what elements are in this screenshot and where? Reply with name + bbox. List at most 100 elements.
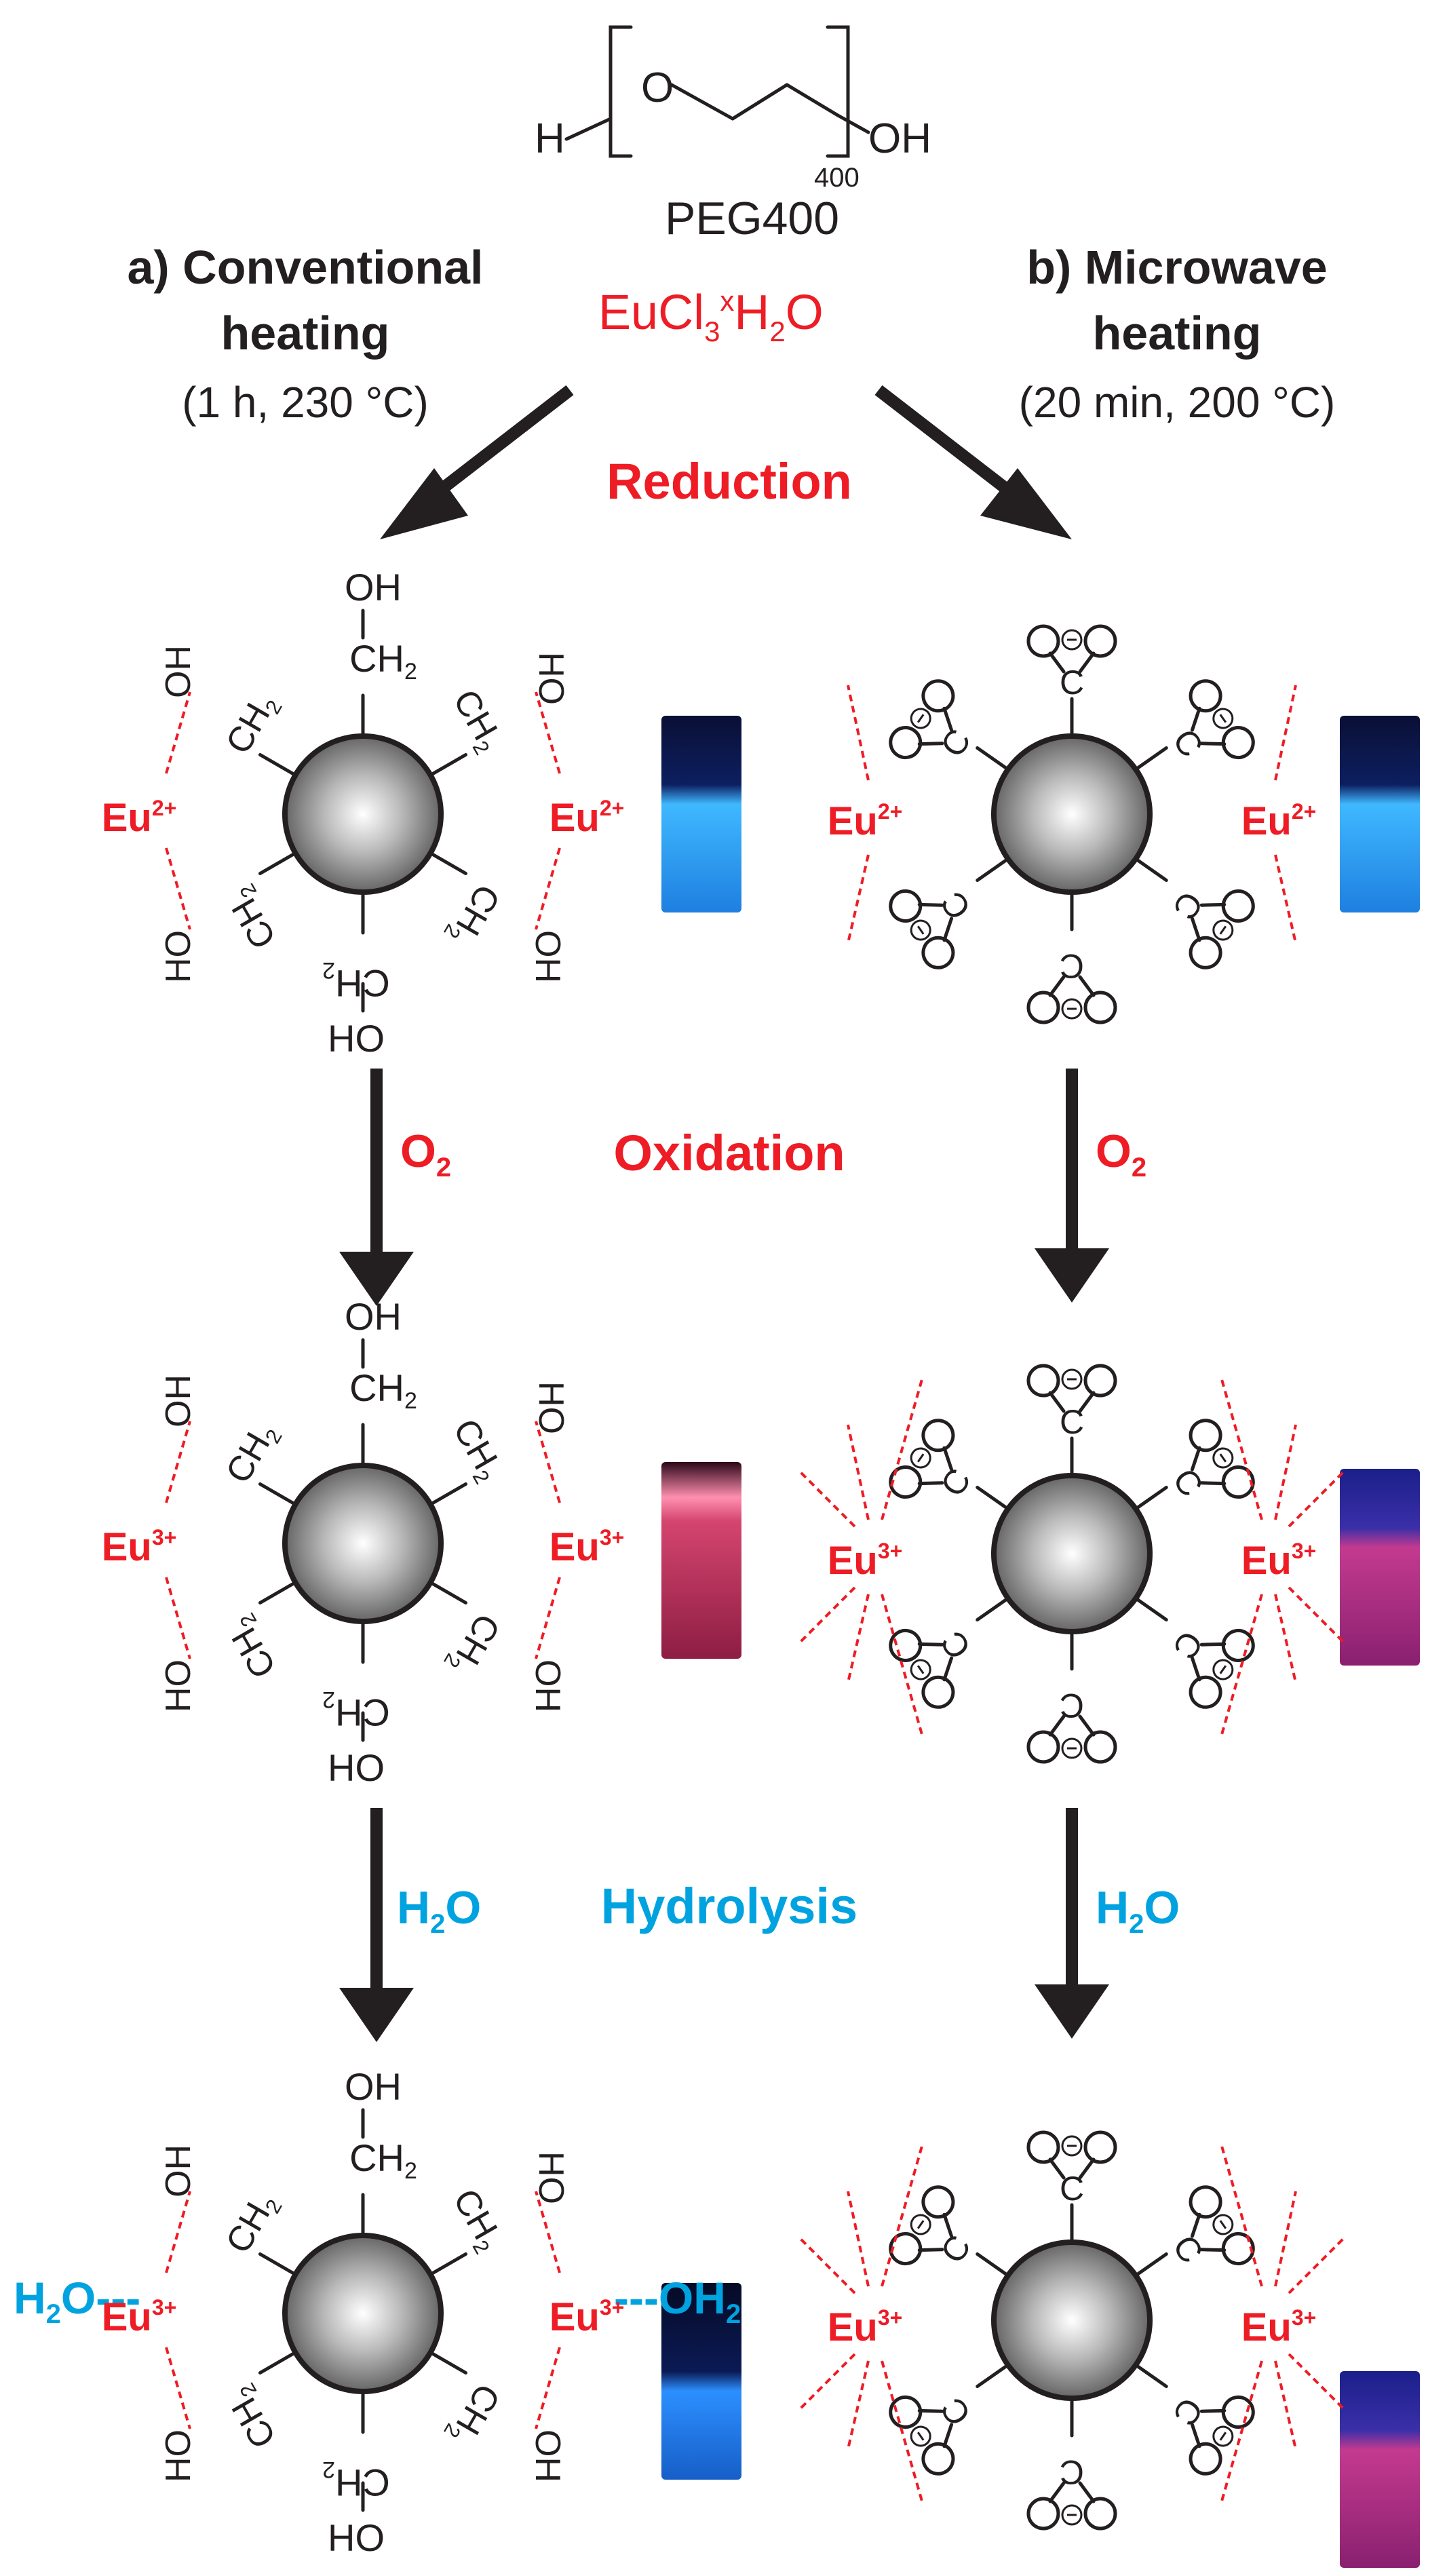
hydroxyl-label: HO (531, 2151, 571, 2204)
hydroxyl-label: HO (159, 930, 198, 983)
carboxylate-group: C (1165, 2185, 1255, 2270)
precursor-formula: EuCl3xH2O (598, 285, 824, 347)
carboxylate-group: C (1026, 624, 1117, 701)
ch2-label: CH2 (442, 1412, 511, 1488)
carboxylate-group: C (1026, 2130, 1117, 2208)
oxygen-atom (1189, 1419, 1222, 1453)
carboxylate-group: C (889, 1624, 978, 1709)
oxygen-atom (1083, 2130, 1117, 2164)
ch2-label: CH2 (439, 2376, 507, 2451)
ch2-label: CH2 (349, 1366, 417, 1414)
eu-ion-label: Eu3+ (1241, 2305, 1317, 2349)
oxygen-atom (1083, 991, 1117, 1024)
ch2-label: CH2 (218, 1416, 287, 1491)
oxygen-atom (1189, 2185, 1222, 2219)
hydroxyl-label: HO (159, 2429, 198, 2482)
arrow-left-hydrolysis (339, 1808, 414, 2042)
nanoparticle-core (282, 1463, 444, 1624)
eu-ion-label: Eu3+ (102, 1525, 177, 1569)
arrow-right-oxidation (1035, 1069, 1109, 1303)
oxygen-atom (1189, 936, 1222, 969)
step-reduction-label: Reduction (606, 453, 852, 510)
eu-ion-label: Eu3+ (828, 1539, 903, 1583)
oh-label: OH (345, 566, 402, 609)
hydroxyl-label: OH (159, 1374, 198, 1427)
oxygen-atom (1026, 2497, 1060, 2531)
ch2-label: CH2 (218, 2186, 287, 2261)
cuvette-blue-conventional (661, 716, 741, 912)
oxygen-atom (921, 936, 955, 969)
oxygen-atom (1026, 991, 1060, 1024)
oxygen-atom (1221, 2232, 1255, 2266)
carboxylate-group: C (1165, 885, 1255, 969)
nanoparticle-core (282, 2233, 444, 2394)
ch2-label: CH2 (322, 957, 390, 1005)
carboxylate-group: C (1026, 1364, 1117, 1441)
oxygen-atom (1083, 624, 1117, 658)
oxygen-atom (921, 2185, 955, 2219)
carboxylate-group: C (1165, 2391, 1255, 2476)
arrow-right-hydrolysis (1035, 1808, 1109, 2039)
oxygen-atom (1083, 1364, 1117, 1398)
ch2-label: CH2 (439, 877, 507, 952)
ho-label: HO (328, 2516, 385, 2559)
oh-label: OH (345, 1295, 402, 1338)
carboxylate-group: C (1026, 947, 1117, 1024)
hydroxyl-label: OH (528, 930, 567, 983)
carboxylate-group: C (889, 679, 978, 764)
carboxylate-group: C (889, 885, 978, 969)
hydroxyl-label: HO (531, 652, 571, 705)
right-header: b) Microwave heating (20 min, 200 °C) (1019, 241, 1336, 427)
oxygen-atom (1026, 624, 1060, 658)
ch2-label: CH2 (442, 2183, 511, 2258)
eu-ion-label: Eu3+ (828, 2305, 903, 2349)
ch2-label: CH2 (218, 687, 287, 762)
step-hydrolysis-label: Hydrolysis (601, 1878, 857, 1934)
left-header: a) Conventional heating (1 h, 230 °C) (127, 241, 483, 427)
ho-label: HO (328, 1746, 385, 1789)
oxygen-atom (1026, 1364, 1060, 1398)
nanoparticle-core (991, 2239, 1153, 2401)
cuvette-magenta-hydrolyzed (1340, 2371, 1420, 2568)
hydroxyl-label: OH (159, 645, 198, 698)
carboxylate-group: C (1026, 2453, 1117, 2531)
carboxylate-group: C (1165, 1624, 1255, 1709)
carboxylate-group: C (889, 2185, 978, 2270)
eu-ion-label: Eu3+ (549, 1525, 625, 1569)
ch2-label: CH2 (442, 683, 511, 758)
arrow-to-conventional (380, 385, 574, 539)
eu-ion-label: Eu2+ (828, 799, 903, 843)
ch2-label: CH2 (349, 637, 417, 685)
oxygen-atom (889, 1465, 923, 1499)
peg-subscript: 400 (814, 163, 860, 193)
oh-label: OH (345, 2065, 402, 2108)
oxygen-atom (889, 2232, 923, 2266)
ch2-label: CH2 (322, 1687, 390, 1734)
oxygen-atom (1221, 726, 1255, 760)
cuvette-blue-microwave (1340, 716, 1420, 912)
ch2-label: CH2 (439, 1606, 507, 1681)
step-oxidation-label: Oxidation (613, 1125, 845, 1181)
peg-h-label: H (535, 115, 565, 162)
carboxylate-group: C (889, 1419, 978, 1503)
cuvette-magenta-conventional (661, 1462, 741, 1659)
oxygen-atom (1026, 2130, 1060, 2164)
eu-ion-label: Eu2+ (102, 796, 177, 840)
oxygen-atom (921, 2442, 955, 2476)
peg-oh-label: OH (868, 115, 931, 162)
oxygen-atom (921, 1675, 955, 1709)
ch2-label: CH2 (322, 2457, 390, 2504)
eu-ion-label: Eu3+ (102, 2295, 177, 2339)
hydroxyl-label: HO (159, 1659, 198, 1712)
oxygen-atom (1189, 2442, 1222, 2476)
oxygen-atom (1083, 2497, 1117, 2531)
oxygen-atom (921, 1419, 955, 1453)
hydroxyl-label: HO (531, 1381, 571, 1434)
peg-o-label: O (641, 64, 674, 111)
nanoparticle-core (991, 1473, 1153, 1634)
ch2-label: CH2 (218, 1609, 287, 1685)
nanoparticle-core (991, 733, 1153, 895)
